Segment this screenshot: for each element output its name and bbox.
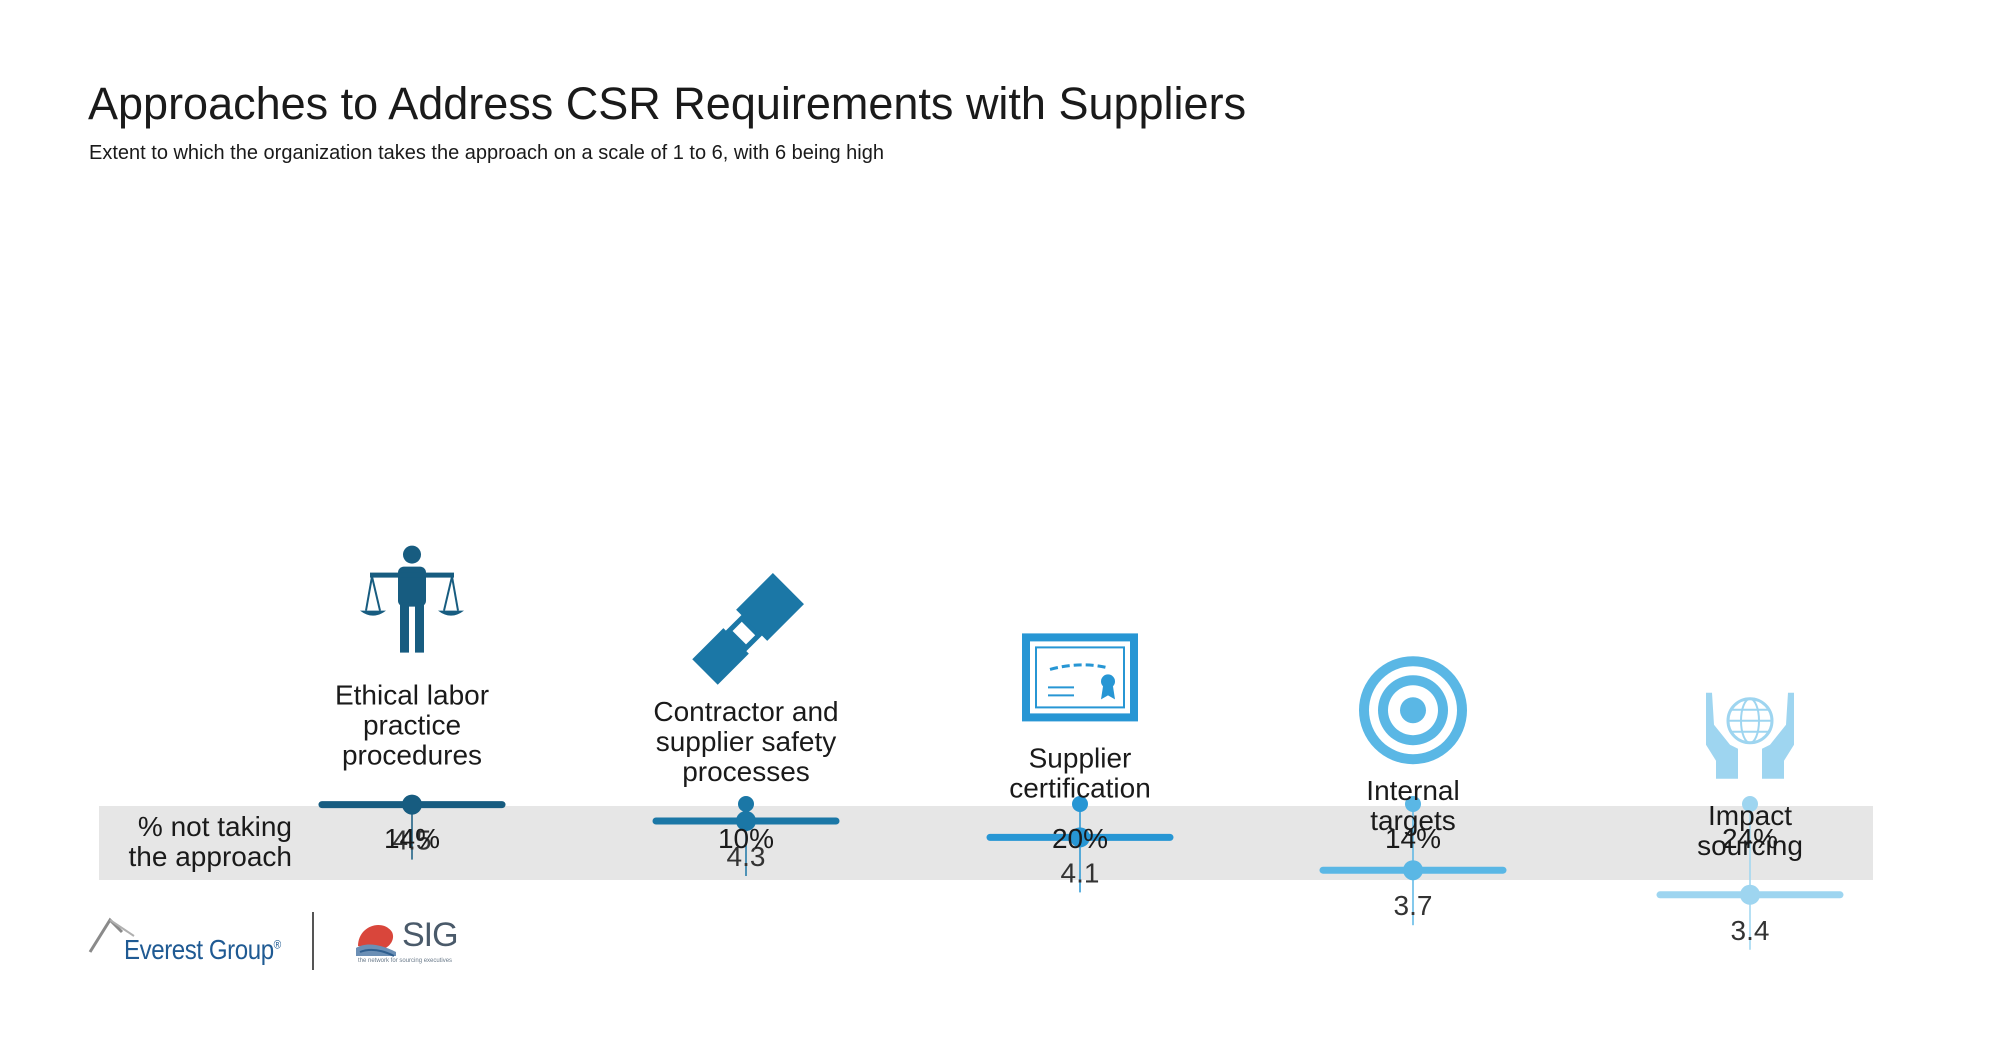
percent-label: 10% — [718, 823, 774, 854]
chart-subtitle: Extent to which the organization takes t… — [89, 142, 884, 164]
value-label: 4.1 — [1061, 857, 1100, 888]
percent-band — [99, 806, 1873, 880]
slider-knob — [1740, 884, 1760, 905]
category-label: Supplier — [1029, 742, 1132, 773]
certificate-icon — [1022, 633, 1138, 722]
slider-knob — [1403, 860, 1423, 881]
category-label: processes — [682, 756, 810, 787]
hands-globe-icon — [1706, 692, 1794, 779]
percent-label: 14% — [384, 823, 440, 854]
category-label: Contractor and — [653, 696, 838, 727]
base-dot — [738, 796, 754, 812]
percent-band-label-line1: % not taking — [137, 811, 292, 842]
percent-band-label-line2: the approach — [128, 841, 292, 872]
category-label: Impact — [1708, 800, 1792, 831]
everest-logo-text: Everest Group® — [124, 934, 281, 966]
category-label: practice — [363, 710, 461, 741]
category-label: sourcing — [1697, 830, 1803, 861]
category-label: procedures — [342, 740, 482, 771]
slider-knob — [402, 794, 422, 815]
target-icon — [1359, 656, 1467, 765]
category-label: Internal — [1366, 775, 1459, 806]
slider-knob — [736, 811, 756, 831]
everest-mountain-icon — [88, 917, 135, 953]
everest-logo-reg: ® — [273, 937, 282, 952]
sig-logo-tagline: the network for sourcing executives — [358, 958, 453, 964]
percent-label: 24% — [1722, 823, 1778, 854]
everest-logo-name: Everest Group — [124, 934, 274, 965]
sig-logo: SIG the network for sourcing executives — [352, 910, 472, 970]
value-label: 4.5 — [393, 825, 432, 856]
footer-divider — [312, 912, 314, 970]
value-label: 4.3 — [727, 841, 766, 872]
chart-title: Approaches to Address CSR Requirements w… — [88, 78, 1247, 129]
slider-knob — [1070, 827, 1090, 848]
base-dot — [1405, 796, 1421, 812]
category-label: supplier safety — [656, 726, 837, 757]
percent-band-label: % not taking the approach — [100, 812, 292, 872]
sig-logo-text: SIG — [402, 916, 459, 954]
everest-group-logo: Everest Group® — [88, 912, 288, 972]
percent-label: 14% — [1385, 823, 1441, 854]
base-dot — [1742, 796, 1758, 812]
value-label: 3.7 — [1394, 890, 1433, 921]
base-dot — [1072, 796, 1088, 812]
category-label: certification — [1009, 772, 1151, 803]
seatbelt-icon — [692, 573, 804, 685]
category-label: Ethical labor — [335, 680, 489, 711]
value-label: 3.4 — [1731, 915, 1770, 946]
scales-person-icon — [360, 545, 464, 653]
sig-mark-icon — [356, 924, 396, 957]
percent-label: 20% — [1052, 823, 1108, 854]
category-label: targets — [1370, 805, 1456, 836]
